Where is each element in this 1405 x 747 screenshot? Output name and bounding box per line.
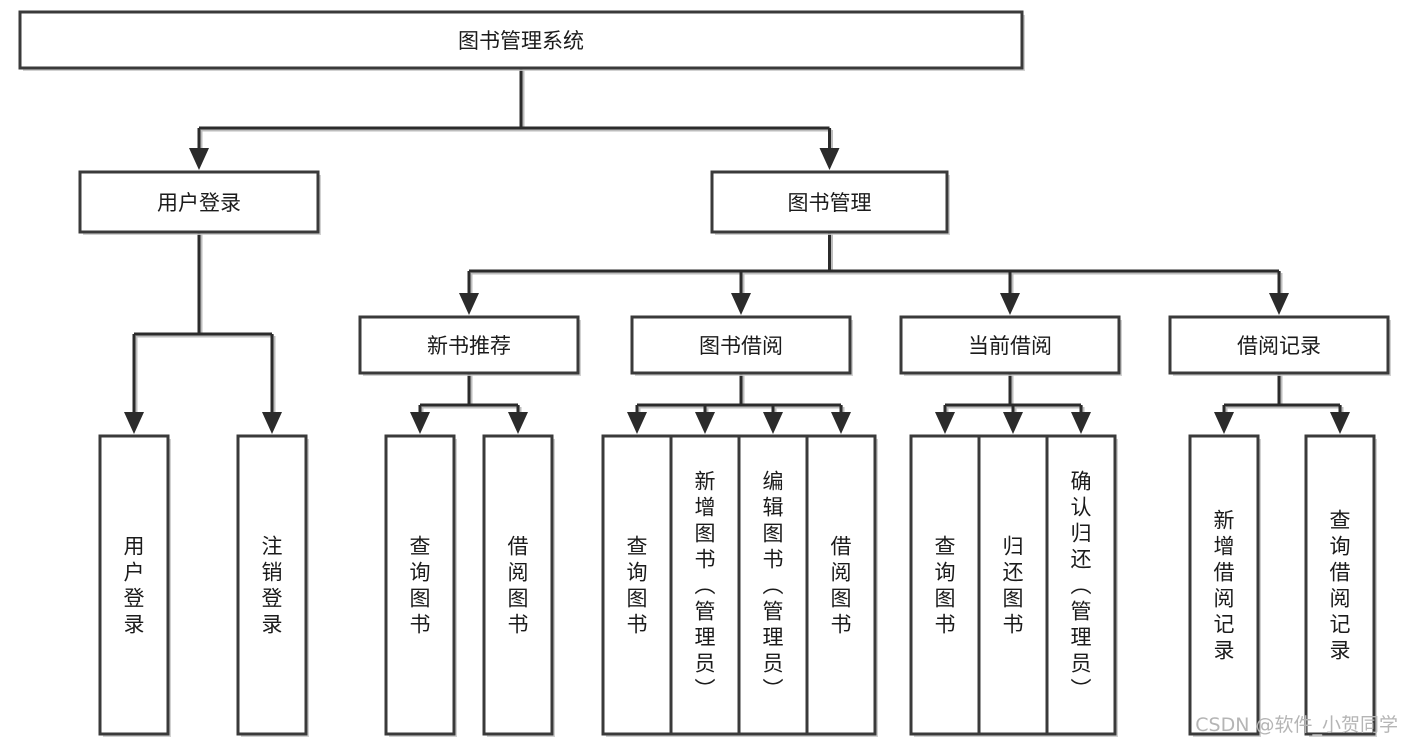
node-label: 图书管理 (788, 191, 872, 215)
node-label: 编辑图书︵管理员︶ (763, 469, 784, 701)
node-label: 借阅图书 (831, 534, 852, 636)
arrow-head-icon (508, 412, 528, 434)
arrow-head-icon (1000, 293, 1020, 315)
arrow-head-icon (189, 148, 209, 170)
node-box (482, 434, 554, 736)
node-box (710, 170, 949, 234)
node-新书推荐[interactable]: 新书推荐 (358, 315, 581, 376)
node-box (909, 434, 981, 736)
node-label: 注销登录 (262, 534, 283, 636)
node-box (601, 434, 673, 736)
node-box (384, 434, 456, 736)
node-label: 归还图书 (1003, 534, 1024, 636)
arrow-head-icon (1071, 412, 1091, 434)
node-layer: 图书管理系统用户登录图书管理用户登录注销登录新书推荐图书借阅当前借阅借阅记录查询… (18, 10, 1391, 737)
node-查询图书[interactable]: 查询图书 (384, 434, 457, 737)
node-label: 查询图书 (410, 534, 431, 636)
node-用户登录[interactable]: 用户登录 (78, 170, 321, 235)
node-新增借阅记录[interactable]: 新增借阅记录 (1188, 434, 1261, 737)
node-label: 借阅图书 (508, 534, 529, 636)
node-label: 新增图书︵管理员︶ (695, 469, 716, 701)
node-label: 查询借阅记录 (1330, 508, 1351, 662)
node-用户登录[interactable]: 用户登录 (98, 434, 171, 737)
node-box (1188, 434, 1260, 736)
node-box (805, 434, 877, 736)
node-新增图书管理员[interactable]: 新增图书︵管理员︶ (669, 434, 742, 737)
arrow-head-icon (262, 412, 282, 434)
arrow-head-icon (695, 412, 715, 434)
node-box (737, 434, 809, 736)
connector-layer (124, 68, 1350, 434)
node-box (358, 315, 580, 375)
node-label: 用户登录 (157, 191, 241, 215)
csdn-watermark: CSDN @软件_小贺同学 (1195, 714, 1398, 736)
arrow-head-icon (459, 293, 479, 315)
node-label: 图书管理系统 (458, 29, 584, 53)
node-box (78, 170, 320, 234)
arrow-head-icon (1269, 293, 1289, 315)
node-box (1304, 434, 1376, 736)
node-label: 查询图书 (935, 534, 956, 636)
node-box (98, 434, 170, 736)
node-label: 借阅记录 (1237, 334, 1321, 358)
arrow-head-icon (731, 293, 751, 315)
node-查询借阅记录[interactable]: 查询借阅记录 (1304, 434, 1377, 737)
node-当前借阅[interactable]: 当前借阅 (899, 315, 1122, 376)
node-label: 新书推荐 (427, 334, 511, 358)
arrow-head-icon (124, 412, 144, 434)
node-label: 新增借阅记录 (1214, 508, 1235, 662)
node-借阅记录[interactable]: 借阅记录 (1168, 315, 1391, 376)
node-图书管理[interactable]: 图书管理 (710, 170, 950, 235)
node-借阅图书[interactable]: 借阅图书 (482, 434, 555, 737)
node-归还图书[interactable]: 归还图书 (977, 434, 1050, 737)
node-box (1045, 434, 1117, 736)
node-box (899, 315, 1121, 375)
node-注销登录[interactable]: 注销登录 (236, 434, 309, 737)
node-box (977, 434, 1049, 736)
node-box (1168, 315, 1390, 375)
node-box (236, 434, 308, 736)
arrow-head-icon (627, 412, 647, 434)
arrow-head-icon (819, 148, 840, 170)
node-图书借阅[interactable]: 图书借阅 (630, 315, 853, 376)
arrow-head-icon (763, 412, 783, 434)
node-label: 用户登录 (124, 534, 145, 636)
node-借阅图书[interactable]: 借阅图书 (805, 434, 878, 737)
node-图书管理系统[interactable]: 图书管理系统 (18, 10, 1025, 71)
node-编辑图书管理员[interactable]: 编辑图书︵管理员︶ (737, 434, 810, 737)
node-box (630, 315, 852, 375)
arrow-head-icon (410, 412, 430, 434)
node-查询图书[interactable]: 查询图书 (601, 434, 674, 737)
node-label: 图书借阅 (699, 334, 783, 358)
arrow-head-icon (831, 412, 851, 434)
node-确认归还管理员[interactable]: 确认归还︵管理员︶ (1045, 434, 1118, 737)
arrow-head-icon (1330, 412, 1350, 434)
node-label: 当前借阅 (968, 334, 1052, 358)
arrow-head-icon (1214, 412, 1234, 434)
arrow-head-icon (1003, 412, 1023, 434)
node-box (18, 10, 1024, 70)
node-查询图书[interactable]: 查询图书 (909, 434, 982, 737)
node-label: 确认归还︵管理员︶ (1071, 469, 1092, 701)
node-box (669, 434, 741, 736)
node-label: 查询图书 (627, 534, 648, 636)
arrow-head-icon (935, 412, 955, 434)
